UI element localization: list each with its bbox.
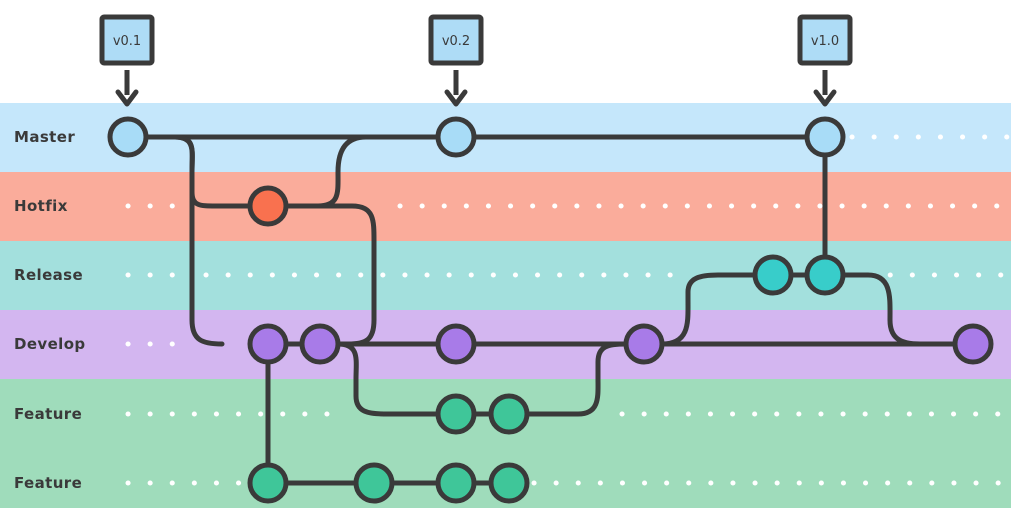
tag-text-v0.1: v0.1 [113, 34, 141, 49]
commit-node-f1b[interactable] [488, 393, 530, 435]
commit-node-m2[interactable] [435, 116, 477, 158]
lane-label-develop: Develop [14, 335, 86, 353]
edge-release-merge-develop [822, 272, 958, 347]
tag-arrow-head-v1.0 [813, 89, 837, 107]
commit-node-m1[interactable] [107, 116, 149, 158]
commit-node-r1[interactable] [752, 254, 794, 296]
tag-box-v1.0[interactable] [797, 14, 853, 66]
commit-node-f2b[interactable] [353, 462, 395, 504]
tag-arrow-head-v0.1 [115, 89, 139, 107]
commit-node-d5[interactable] [952, 323, 994, 365]
commit-node-f2c[interactable] [435, 462, 477, 504]
commit-node-h1[interactable] [247, 185, 289, 227]
commit-node-d3[interactable] [435, 323, 477, 365]
commit-nodes [107, 116, 994, 504]
commit-node-d2[interactable] [299, 323, 341, 365]
commit-node-m3[interactable] [804, 116, 846, 158]
lane-label-master: Master [14, 128, 75, 146]
lane-label-feature1: Feature [14, 405, 82, 423]
tag-box-v0.2[interactable] [428, 14, 484, 66]
tag-text-v1.0: v1.0 [811, 34, 839, 49]
commit-node-d4[interactable] [623, 323, 665, 365]
commit-node-f2a[interactable] [247, 462, 289, 504]
edge-develop-to-release [659, 272, 776, 347]
lane-label-hotfix: Hotfix [14, 197, 68, 215]
version-tag-v1.0[interactable]: v1.0 [797, 14, 853, 107]
lane-bands [0, 103, 1011, 508]
commit-node-d1[interactable] [247, 323, 289, 365]
edge-master-branch-to-develop [125, 134, 225, 347]
commit-node-f2d[interactable] [488, 462, 530, 504]
tag-box-v0.1[interactable] [99, 14, 155, 66]
version-tag-v0.2[interactable]: v0.2 [428, 14, 484, 107]
version-tags: v0.1 v0.2 v1.0 [99, 14, 853, 107]
commit-node-r2[interactable] [804, 254, 846, 296]
lane-label-release: Release [14, 266, 83, 284]
commit-node-f1a[interactable] [435, 393, 477, 435]
lane-label-feature2: Feature [14, 474, 82, 492]
tag-text-v0.2: v0.2 [442, 34, 470, 49]
dotted-tracks [125, 134, 1011, 486]
version-tag-v0.1[interactable]: v0.1 [99, 14, 155, 107]
edge-feature1-merge-develop [506, 341, 629, 417]
tag-arrow-head-v0.2 [444, 89, 468, 107]
edge-develop-to-feature1 [335, 341, 459, 417]
